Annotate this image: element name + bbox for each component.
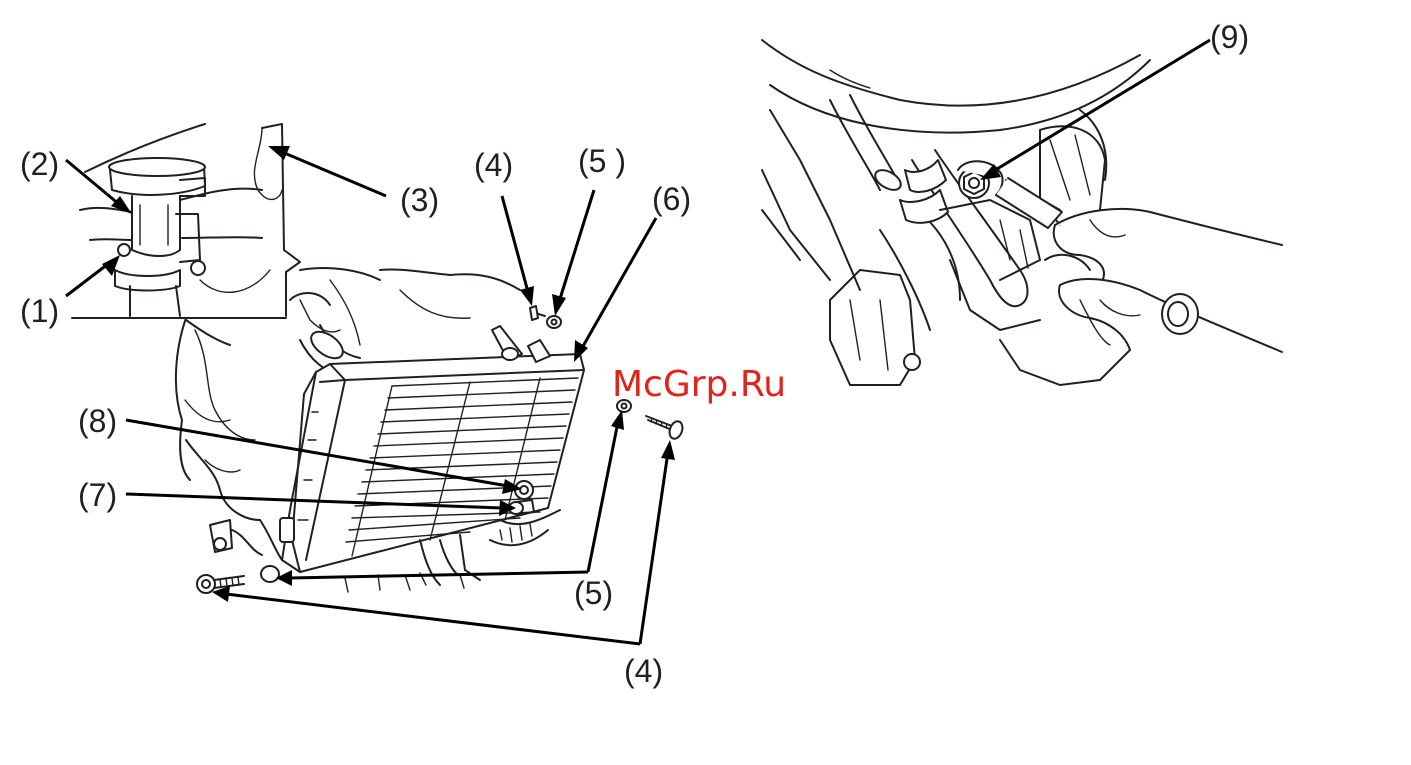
callout-4-bottom: (4) — [624, 653, 663, 689]
collar-top — [547, 316, 561, 328]
screw-head — [118, 244, 130, 256]
radiator-tab — [280, 518, 294, 542]
leader-lines — [66, 40, 1210, 644]
callout-5-bottom: (5) — [574, 575, 613, 611]
collar-bottom — [261, 566, 279, 582]
callout-8: (8) — [78, 403, 117, 439]
callout-1: (1) — [20, 293, 59, 329]
callout-5-top: (5 ) — [578, 143, 626, 179]
radiator — [280, 326, 584, 572]
hand-left — [1054, 209, 1282, 285]
callout-3: (3) — [400, 182, 439, 218]
watermark: McGrp.Ru — [612, 364, 786, 405]
callout-2: (2) — [20, 146, 59, 182]
hose-clamp-lower — [115, 270, 180, 291]
callout-9: (9) — [1210, 19, 1249, 55]
bolt-right — [646, 416, 685, 441]
inset-reservoir-detail — [72, 124, 300, 318]
socket-tool — [1162, 294, 1198, 334]
callout-4-top: (4) — [474, 147, 513, 183]
callout-7: (7) — [78, 477, 117, 513]
inset-wrench-detail — [762, 40, 1282, 385]
callout-6: (6) — [652, 181, 691, 217]
bolt-top — [530, 306, 545, 320]
